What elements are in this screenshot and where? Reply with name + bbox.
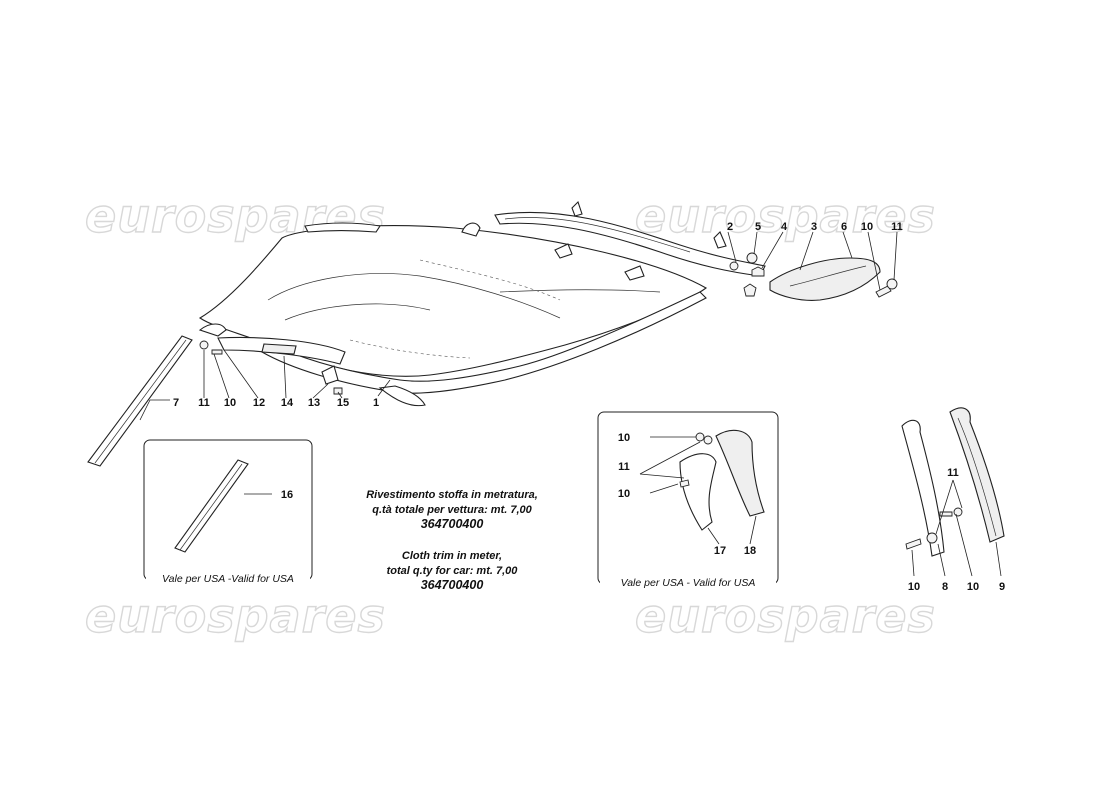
callout-10-inset-b: 10	[618, 488, 630, 500]
sun-visor	[198, 323, 346, 395]
pillar-trims-right	[901, 407, 1005, 577]
clip-hardware-top	[729, 252, 898, 298]
callout-17: 17	[714, 545, 726, 557]
caption-right-inset: Vale per USA - Valid for USA	[621, 577, 756, 589]
callout-1: 1	[373, 397, 379, 409]
callout-2: 2	[727, 221, 733, 233]
callout-7: 7	[173, 397, 179, 409]
cloth-trim-notes: Rivestimento stoffa in metratura, q.tà t…	[366, 489, 538, 592]
callout-10-left: 10	[224, 397, 236, 409]
inset-captions: Vale per USA -Valid for USA Vale per USA…	[146, 572, 776, 590]
callout-5: 5	[755, 221, 761, 233]
callout-6: 6	[841, 221, 847, 233]
callout-10-right-a: 10	[908, 581, 920, 593]
callout-11-inset: 11	[618, 461, 630, 473]
callout-12: 12	[253, 397, 265, 409]
note-it-part-number: 364700400	[421, 517, 484, 531]
leader-lines	[139, 231, 898, 421]
callout-11-right: 11	[947, 467, 959, 479]
callout-4: 4	[781, 221, 788, 233]
watermark-bottom-right: eurospares	[635, 589, 936, 643]
callout-labels: 1 2 5 4 3 6 10 11 7 11 10 12 14 13 15 16…	[173, 221, 1005, 593]
callout-11-top: 11	[891, 221, 903, 233]
callout-15: 15	[337, 397, 349, 409]
callout-16: 16	[281, 489, 293, 501]
callout-3: 3	[811, 221, 817, 233]
note-en-line1: Cloth trim in meter,	[402, 550, 502, 562]
callout-11-left: 11	[198, 397, 210, 409]
callout-13: 13	[308, 397, 320, 409]
callout-10-inset-a: 10	[618, 432, 630, 444]
a-pillar-trim-left	[87, 335, 193, 467]
callout-14: 14	[281, 397, 294, 409]
caption-left-inset: Vale per USA -Valid for USA	[162, 573, 294, 585]
headliner-panel	[198, 222, 708, 407]
rear-trim-panel	[769, 257, 881, 301]
callout-9: 9	[999, 581, 1005, 593]
watermark-top-left: eurospares	[85, 189, 386, 243]
usa-inset-left	[143, 439, 313, 581]
callout-18: 18	[744, 545, 756, 557]
callout-10-top: 10	[861, 221, 873, 233]
note-en-line2: total q.ty for car: mt. 7,00	[387, 565, 519, 577]
watermark-top-right: eurospares	[635, 189, 936, 243]
callout-8: 8	[942, 581, 948, 593]
note-it-line2: q.tà totale per vettura: mt. 7,00	[372, 504, 532, 516]
callout-10-right-b: 10	[967, 581, 979, 593]
watermark-bottom-left: eurospares	[85, 589, 386, 643]
note-it-line1: Rivestimento stoffa in metratura,	[366, 489, 538, 501]
note-en-part-number: 364700400	[421, 578, 484, 592]
usa-inset-right	[597, 411, 779, 585]
watermark-group: eurospares eurospares eurospares eurospa…	[84, 188, 936, 643]
